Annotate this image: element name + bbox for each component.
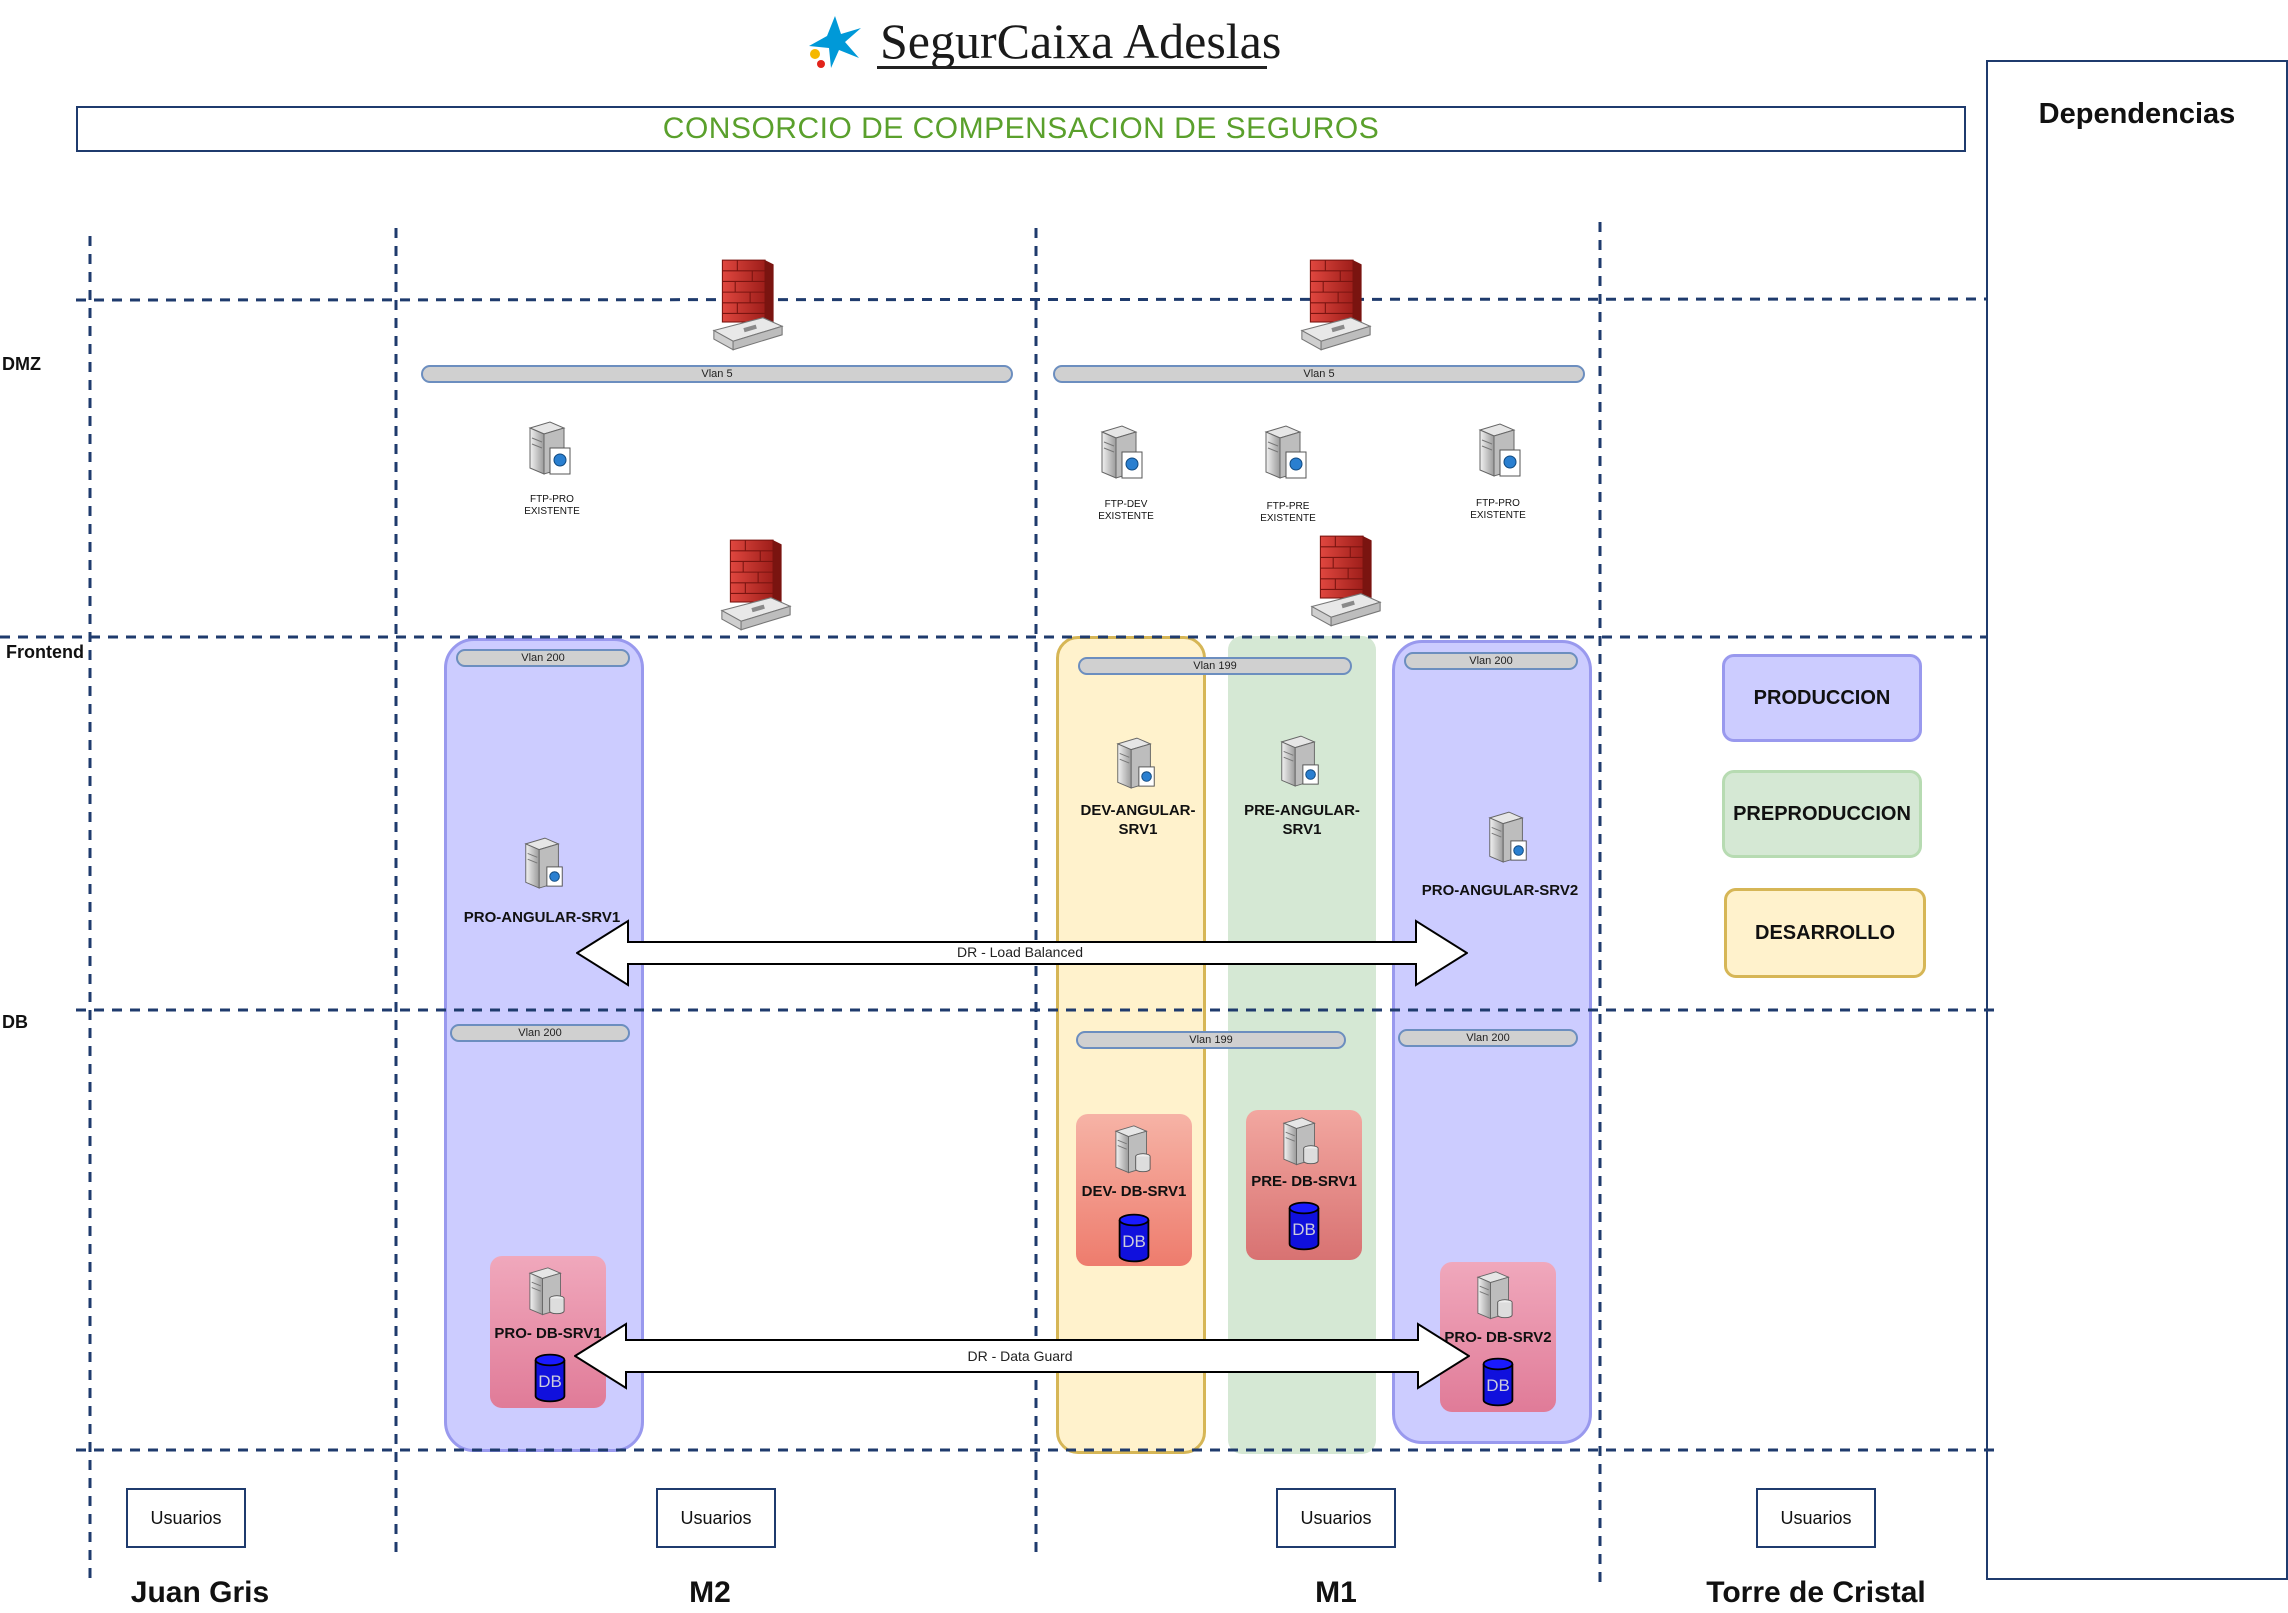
ftp-pro-m2-status: EXISTENTE bbox=[524, 506, 580, 517]
pro-db2-cylinder-label: DB bbox=[1486, 1376, 1510, 1395]
db-server-icon bbox=[524, 1266, 570, 1320]
users-box-m2: Usuarios bbox=[656, 1488, 776, 1548]
web-server-icon bbox=[1276, 734, 1324, 792]
ftp-dev-label: FTP-DEV EXISTENTE bbox=[1074, 499, 1178, 523]
vlan-frontend-prod-m2: Vlan 200 bbox=[456, 649, 630, 667]
firewall-icon bbox=[721, 539, 791, 631]
dependencies-panel: Dependencias bbox=[1986, 60, 2288, 1580]
dev-angular-srv1-label: DEV-ANGULAR-SRV1 bbox=[1080, 802, 1196, 838]
ftp-server-icon bbox=[524, 420, 574, 480]
ftp-server-icon bbox=[1096, 424, 1146, 484]
firewall-icon bbox=[1311, 535, 1381, 627]
vlan-dmz-m2: Vlan 5 bbox=[421, 365, 1013, 383]
legend-preproduccion: PREPRODUCCION bbox=[1722, 770, 1922, 858]
ftp-pre-name: FTP-PRE bbox=[1266, 501, 1310, 512]
pre-db-srv1-label: PRE- DB-SRV1 bbox=[1251, 1173, 1357, 1190]
firewall-icon bbox=[1301, 259, 1371, 351]
title-box: CONSORCIO DE COMPENSACION DE SEGUROS bbox=[76, 106, 1966, 152]
vlan-db-devpre: Vlan 199 bbox=[1076, 1031, 1346, 1049]
site-label-torre-de-cristal: Torre de Cristal bbox=[1706, 1576, 1926, 1609]
vlan-db-prod-m2: Vlan 200 bbox=[450, 1024, 630, 1042]
ftp-server-icon bbox=[1474, 422, 1524, 482]
pro-db-srv2-label: PRO- DB-SRV2 bbox=[1444, 1329, 1552, 1346]
brand-name: SegurCaixa Adeslas bbox=[880, 13, 1282, 69]
zone-line-dmz-top bbox=[75, 297, 1987, 302]
page-title: CONSORCIO DE COMPENSACION DE SEGUROS bbox=[662, 112, 1380, 145]
ftp-pro-m2-name: FTP-PRO bbox=[530, 494, 574, 505]
web-server-icon bbox=[1484, 810, 1532, 868]
zone-label-frontend: Frontend bbox=[6, 642, 84, 662]
pre-db-cylinder-label: DB bbox=[1292, 1220, 1316, 1239]
users-box-m1: Usuarios bbox=[1276, 1488, 1396, 1548]
dr-data-guard-label: DR - Data Guard bbox=[967, 1348, 1073, 1364]
vlan-dmz-m1: Vlan 5 bbox=[1053, 365, 1585, 383]
ftp-pro-m2-label: FTP-PRO EXISTENTE bbox=[500, 494, 604, 518]
pro-db-srv1-label: PRO- DB-SRV1 bbox=[494, 1325, 602, 1342]
web-server-icon bbox=[520, 836, 568, 894]
vlan-frontend-prod-m1: Vlan 200 bbox=[1404, 652, 1578, 670]
zone-label-db: DB bbox=[2, 1012, 28, 1032]
site-label-juan-gris: Juan Gris bbox=[130, 1576, 270, 1609]
users-box-juan-gris: Usuarios bbox=[126, 1488, 246, 1548]
brand-underline bbox=[877, 66, 1267, 69]
web-server-icon bbox=[1112, 736, 1160, 794]
pre-angular-srv1-label: PRE-ANGULAR-SRV1 bbox=[1244, 802, 1360, 838]
ftp-dev-status: EXISTENTE bbox=[1098, 511, 1154, 522]
db-server-icon bbox=[1278, 1116, 1324, 1170]
pro-angular-srv2-label: PRO-ANGULAR-SRV2 bbox=[1421, 882, 1579, 899]
users-box-torre-de-cristal: Usuarios bbox=[1756, 1488, 1876, 1548]
legend-desarrollo: DESARROLLO bbox=[1724, 888, 1926, 978]
db-server-icon bbox=[1472, 1270, 1518, 1324]
pro-angular-srv1-label: PRO-ANGULAR-SRV1 bbox=[463, 909, 621, 926]
ftp-pro-m1-label: FTP-PRO EXISTENTE bbox=[1446, 498, 1550, 522]
ftp-pro-m1-status: EXISTENTE bbox=[1470, 510, 1526, 521]
dr-load-balanced-label: DR - Load Balanced bbox=[956, 944, 1084, 960]
brand-logo: SegurCaixa Adeslas bbox=[805, 10, 1281, 70]
vlan-db-prod-m1: Vlan 200 bbox=[1398, 1029, 1578, 1047]
ftp-pre-label: FTP-PRE EXISTENTE bbox=[1236, 501, 1340, 525]
pro-db1-cylinder-label: DB bbox=[538, 1372, 562, 1391]
ftp-server-icon bbox=[1260, 424, 1310, 484]
zone-label-dmz: DMZ bbox=[2, 354, 41, 374]
dev-db-srv1-label: DEV- DB-SRV1 bbox=[1081, 1183, 1187, 1200]
ftp-dev-name: FTP-DEV bbox=[1104, 499, 1148, 510]
site-label-m1: M1 bbox=[1315, 1576, 1357, 1609]
vlan-frontend-devpre: Vlan 199 bbox=[1078, 657, 1352, 675]
dr-data-guard-arrow bbox=[574, 1322, 1470, 1390]
dr-load-balanced-arrow bbox=[576, 919, 1468, 987]
caixa-star-icon bbox=[809, 16, 861, 68]
firewall-icon bbox=[713, 259, 783, 351]
dependencies-title: Dependencias bbox=[2038, 98, 2236, 130]
db-server-icon bbox=[1110, 1124, 1156, 1178]
ftp-pro-m1-name: FTP-PRO bbox=[1476, 498, 1520, 509]
dev-db-cylinder-label: DB bbox=[1122, 1232, 1146, 1251]
ftp-pre-status: EXISTENTE bbox=[1260, 513, 1316, 524]
legend-produccion: PRODUCCION bbox=[1722, 654, 1922, 742]
site-label-m2: M2 bbox=[689, 1576, 731, 1609]
